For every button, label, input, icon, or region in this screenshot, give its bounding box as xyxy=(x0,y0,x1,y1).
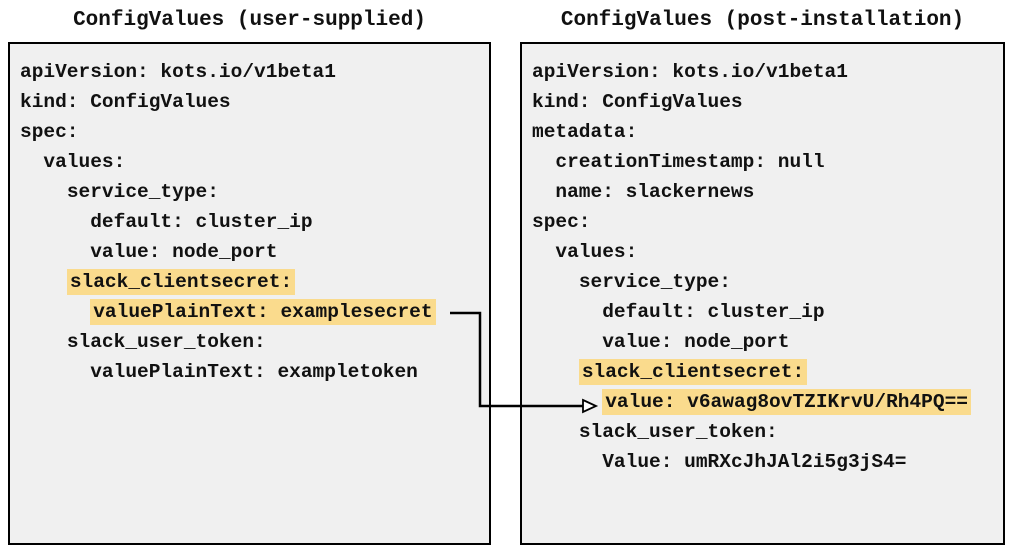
code-indent xyxy=(532,331,602,353)
code-text: Value: umRXcJhJAl2i5g3jS4= xyxy=(602,451,907,473)
code-text: spec: xyxy=(532,211,591,233)
code-indent xyxy=(20,151,43,173)
code-line: Value: umRXcJhJAl2i5g3jS4= xyxy=(532,447,997,477)
code-line: slack_user_token: xyxy=(20,327,483,357)
code-text: default: cluster_ip xyxy=(90,211,313,233)
code-text: values: xyxy=(43,151,126,173)
code-block-user-supplied: apiVersion: kots.io/v1beta1 kind: ConfigV… xyxy=(10,44,489,387)
panel-title-user-supplied: ConfigValues (user-supplied) xyxy=(73,9,426,32)
code-line: slack_clientsecret: xyxy=(532,357,997,387)
code-text: service_type: xyxy=(578,271,731,293)
code-line: value: v6awag8ovTZIKrvU/Rh4PQ== xyxy=(532,387,997,417)
code-line: apiVersion: kots.io/v1beta1 xyxy=(20,57,483,87)
code-block-post-installation: apiVersion: kots.io/v1beta1 kind: ConfigV… xyxy=(522,44,1003,477)
code-line: default: cluster_ip xyxy=(532,297,997,327)
code-indent xyxy=(532,361,579,383)
code-indent xyxy=(532,301,602,323)
code-indent xyxy=(20,361,90,383)
code-indent xyxy=(532,391,602,413)
code-text: metadata: xyxy=(532,121,638,143)
code-text: slack_user_token: xyxy=(578,421,778,443)
code-line: kind: ConfigValues xyxy=(20,87,483,117)
code-line: name: slackernews xyxy=(532,177,997,207)
code-text-highlighted: valuePlainText: examplesecret xyxy=(90,299,436,325)
code-text: spec: xyxy=(20,121,79,143)
code-indent xyxy=(20,181,67,203)
panel-title-post-installation: ConfigValues (post-installation) xyxy=(560,9,965,32)
code-line: kind: ConfigValues xyxy=(532,87,997,117)
code-indent xyxy=(532,241,555,263)
code-indent xyxy=(532,271,579,293)
code-line: metadata: xyxy=(532,117,997,147)
code-text-highlighted: value: v6awag8ovTZIKrvU/Rh4PQ== xyxy=(602,389,971,415)
code-line: valuePlainText: exampletoken xyxy=(20,357,483,387)
code-line: value: node_port xyxy=(532,327,997,357)
code-line: values: xyxy=(532,237,997,267)
code-line: service_type: xyxy=(20,177,483,207)
code-indent xyxy=(532,421,579,443)
code-text-highlighted: slack_clientsecret: xyxy=(578,359,808,385)
code-indent xyxy=(20,331,67,353)
code-indent xyxy=(20,211,90,233)
code-text: default: cluster_ip xyxy=(602,301,825,323)
code-text: values: xyxy=(555,241,638,263)
code-text: apiVersion: kots.io/v1beta1 xyxy=(20,61,336,83)
panel-user-supplied: apiVersion: kots.io/v1beta1 kind: ConfigV… xyxy=(8,42,491,545)
code-text-highlighted: slack_clientsecret: xyxy=(66,269,296,295)
code-indent xyxy=(532,451,602,473)
code-text: kind: ConfigValues xyxy=(532,91,743,113)
code-text: creationTimestamp: null xyxy=(555,151,825,173)
code-line: apiVersion: kots.io/v1beta1 xyxy=(532,57,997,87)
code-line: spec: xyxy=(20,117,483,147)
code-text: value: node_port xyxy=(90,241,278,263)
code-line: values: xyxy=(20,147,483,177)
code-indent xyxy=(20,241,90,263)
code-indent xyxy=(20,301,90,323)
code-text: service_type: xyxy=(66,181,219,203)
code-line: creationTimestamp: null xyxy=(532,147,997,177)
code-line: service_type: xyxy=(532,267,997,297)
panel-post-installation: apiVersion: kots.io/v1beta1 kind: ConfigV… xyxy=(520,42,1005,545)
code-indent xyxy=(532,151,555,173)
code-line: slack_clientsecret: xyxy=(20,267,483,297)
code-line: value: node_port xyxy=(20,237,483,267)
code-line: spec: xyxy=(532,207,997,237)
code-line: slack_user_token: xyxy=(532,417,997,447)
code-line: default: cluster_ip xyxy=(20,207,483,237)
code-text: valuePlainText: exampletoken xyxy=(90,361,418,383)
code-indent xyxy=(532,181,555,203)
code-text: apiVersion: kots.io/v1beta1 xyxy=(532,61,848,83)
code-text: slack_user_token: xyxy=(66,331,266,353)
code-text: value: node_port xyxy=(602,331,790,353)
code-indent xyxy=(20,271,67,293)
code-text: kind: ConfigValues xyxy=(20,91,231,113)
code-text: name: slackernews xyxy=(555,181,755,203)
code-line: valuePlainText: examplesecret xyxy=(20,297,483,327)
